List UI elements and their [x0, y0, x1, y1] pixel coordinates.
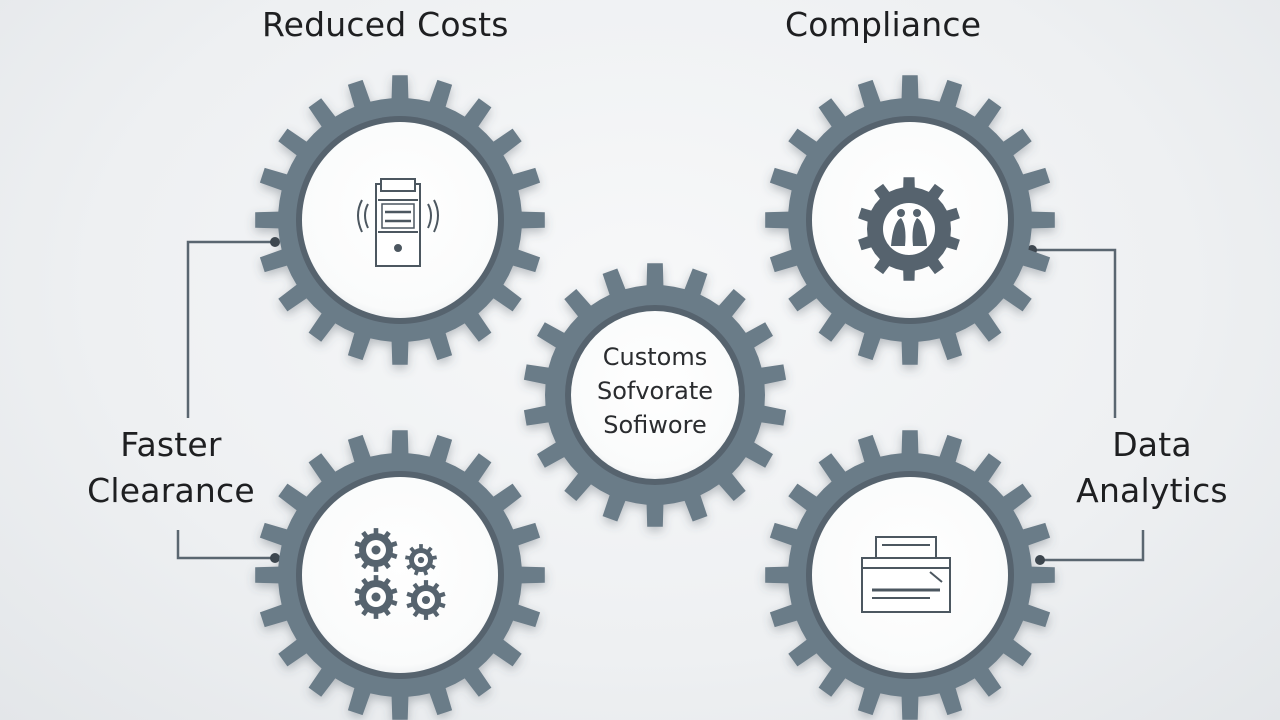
gear-figures-icon [858, 177, 960, 281]
connector-faster-clearance [176, 530, 275, 560]
gear-faster-clearance [255, 430, 545, 720]
document-stack-icon [357, 178, 439, 267]
label-data-analytics: Data Analytics [1052, 422, 1252, 514]
connector-reduced-costs [186, 240, 275, 418]
folder-document-icon [861, 536, 951, 613]
label-compliance: Compliance [785, 5, 982, 44]
gear-hub [571, 311, 739, 479]
cog-top-right-center [417, 556, 425, 564]
label-faster-clearance: Faster Clearance [66, 422, 276, 514]
cog-bottom-left-center [371, 592, 381, 602]
gear-hub [302, 477, 498, 673]
center-line-2: Sofvorate [596, 377, 713, 405]
connector-data-analytics [1040, 530, 1145, 562]
connector-lines [176, 240, 1145, 562]
label-faster-line1: Faster [120, 425, 222, 464]
cog-top-left-center [371, 545, 381, 555]
label-data-line1: Data [1112, 425, 1192, 464]
center-gear-text: Customs Sofvorate Sofiwore [560, 340, 750, 442]
cog-bottom-right-center [421, 595, 431, 605]
label-faster-line2: Clearance [87, 471, 255, 510]
label-data-line2: Analytics [1076, 471, 1228, 510]
cogs-cluster-icon [354, 528, 446, 620]
center-line-1: Customs [602, 343, 708, 371]
gear-customs-software [523, 263, 787, 527]
connector-compliance [1032, 248, 1117, 418]
label-reduced-costs: Reduced Costs [262, 5, 509, 44]
center-line-3: Sofiwore [603, 411, 707, 439]
